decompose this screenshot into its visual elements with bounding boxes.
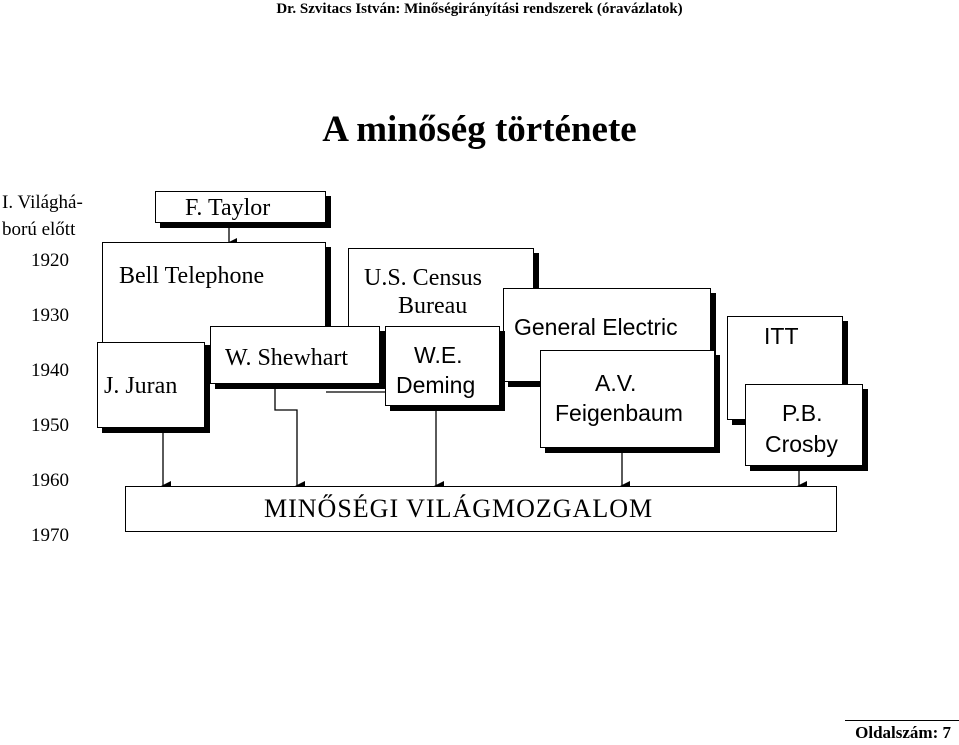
- timeline-year-1930: 1930: [31, 305, 69, 326]
- timeline-year-1960: 1960: [31, 470, 69, 491]
- node-shewhart: [210, 326, 380, 384]
- node-feigenbaum: [540, 350, 715, 448]
- node-crosby-line2: Crosby: [765, 431, 838, 457]
- node-taylor: [155, 191, 326, 223]
- node-deming-line1: W.E.: [414, 342, 463, 368]
- node-shewhart-label: W. Shewhart: [225, 345, 349, 371]
- arrow-shewhart-to-movement: [274, 386, 305, 491]
- node-general-electric-label: General Electric: [514, 314, 678, 340]
- node-quality-movement: [125, 486, 837, 532]
- timeline-pre-war-line2: ború előtt: [2, 219, 76, 240]
- node-itt-label: ITT: [764, 323, 799, 349]
- node-feigenbaum-line1: A.V.: [595, 370, 637, 396]
- timeline-year-1950: 1950: [31, 415, 69, 436]
- node-census-line2: Bureau: [398, 293, 468, 319]
- node-juran-label: J. Juran: [104, 373, 178, 399]
- node-feigenbaum-line2: Feigenbaum: [555, 400, 683, 426]
- timeline-year-1940: 1940: [31, 360, 69, 381]
- node-quality-movement-label: MINŐSÉGI VILÁGMOZGALOM: [264, 494, 654, 523]
- node-census-line1: U.S. Census: [364, 265, 483, 291]
- node-taylor-label: F. Taylor: [185, 195, 271, 221]
- node-crosby: [745, 384, 863, 466]
- node-deming-line2: Deming: [396, 372, 476, 398]
- timeline-year-1970: 1970: [31, 525, 69, 546]
- node-deming: [385, 326, 500, 406]
- page-header: Dr. Szvitacs István: Minőségirányítási r…: [276, 1, 683, 17]
- page-title: A minőség története: [322, 109, 637, 150]
- node-juran: [97, 342, 205, 428]
- page-number: Oldalszám: 7: [855, 723, 951, 742]
- timeline-year-1920: 1920: [31, 250, 69, 271]
- node-bell-telephone-label: Bell Telephone: [119, 263, 265, 289]
- footer-divider: [845, 720, 959, 721]
- node-crosby-line1: P.B.: [782, 400, 823, 426]
- timeline-pre-war-line1: I. Vilá­ghá-: [2, 192, 83, 213]
